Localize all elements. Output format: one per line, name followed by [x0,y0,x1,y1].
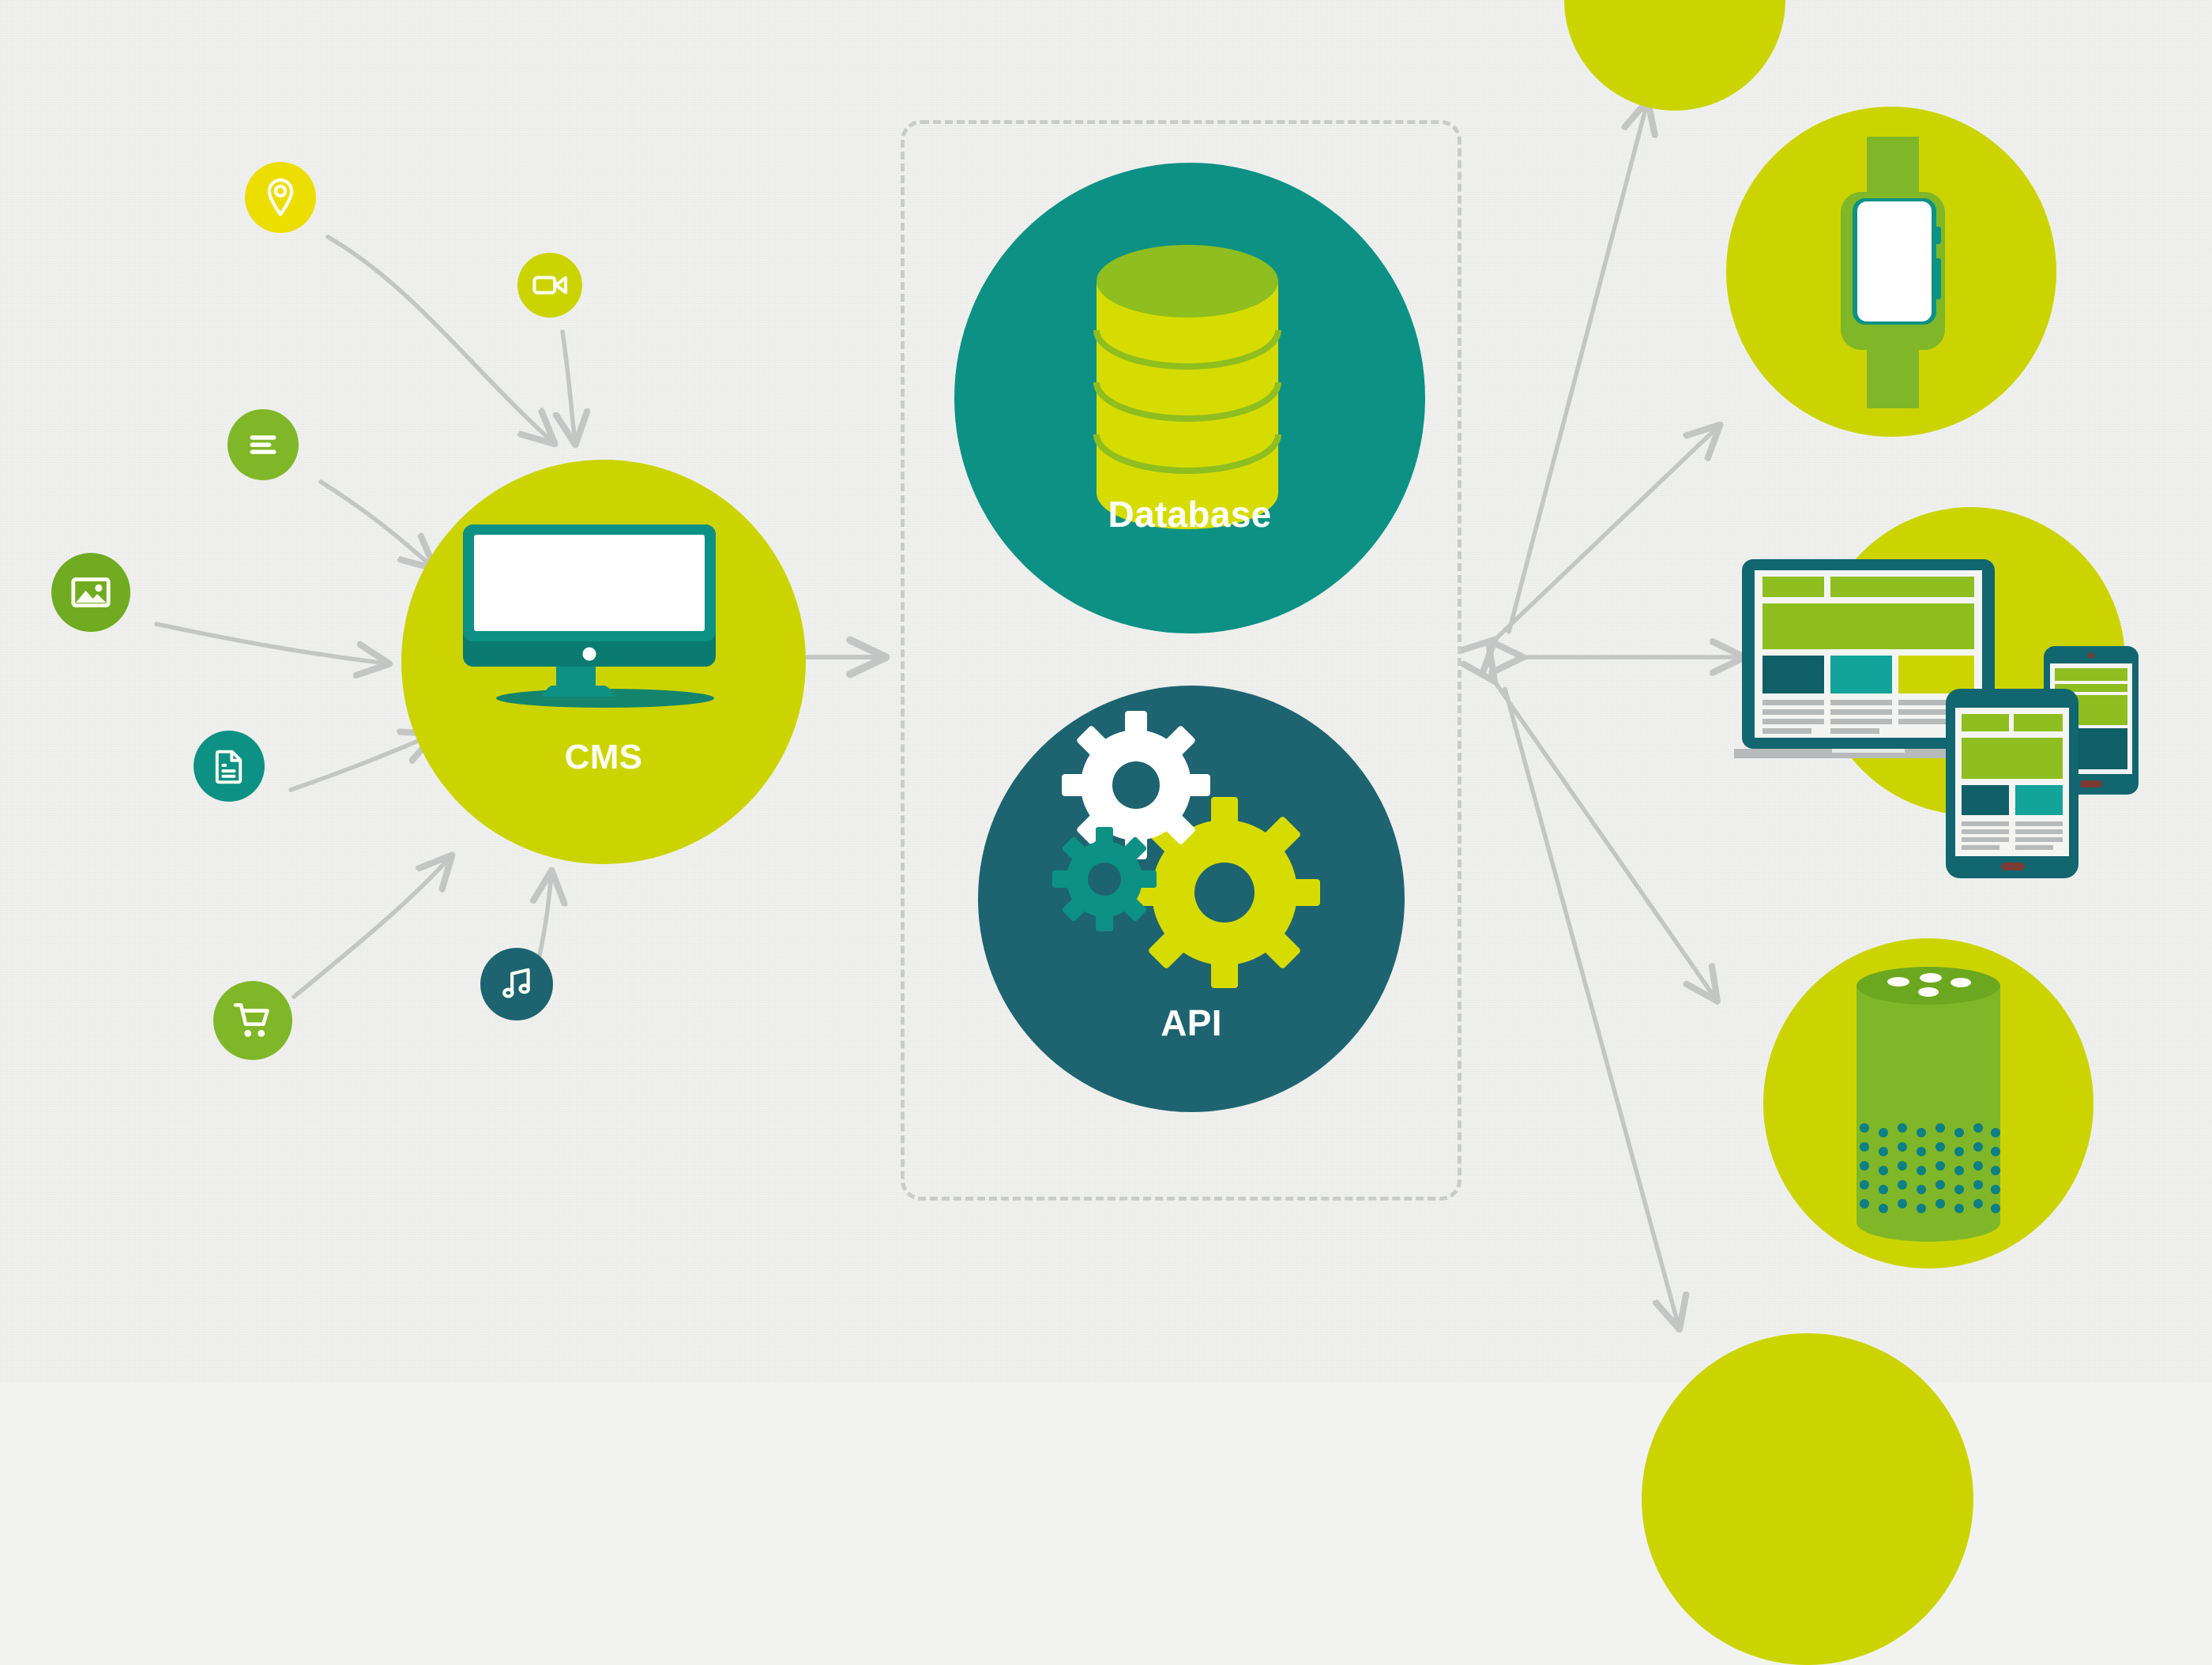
document-icon [215,750,243,784]
database-node[interactable]: Database [954,163,1425,633]
arrow-image-to-cms [154,622,387,663]
input-icon-cart[interactable] [213,981,292,1060]
cms-node[interactable]: CMS [401,460,806,864]
output-smartwatch[interactable] [1726,107,2056,437]
database-cylinder-icon [1093,245,1281,529]
input-icon-document[interactable] [194,731,265,802]
cms-label: CMS [564,738,643,776]
connector-layer [154,0,2212,1382]
arrow-location-to-cms [325,235,553,442]
input-icon-music[interactable] [480,948,553,1020]
backend-to-channels-arrows [1493,103,1742,1327]
tablet-device [1946,689,2078,878]
arrow-to-smart-speaker [1493,679,1716,999]
music-note-icon [502,968,531,998]
database-label: Database [1108,494,1272,535]
responsive-devices-icon [1734,559,2139,878]
text-lines-icon [250,435,276,454]
arrow-to-top-partial [1507,103,1647,634]
arrow-text-to-cms [318,479,433,567]
input-icon-location[interactable] [245,162,316,233]
arrow-video-to-cms [562,329,575,442]
gear-large [1129,797,1320,988]
input-icon-image[interactable] [51,553,130,632]
location-pin-icon [267,178,294,216]
output-bottom-partial-circle[interactable] [1642,1333,1973,1665]
output-smart-speaker[interactable] [1763,938,2094,1268]
input-icon-video[interactable] [517,253,582,318]
smartwatch-icon [1841,137,1945,408]
api-node[interactable]: API [978,686,1405,1112]
smart-speaker-icon [1856,967,2000,1242]
desktop-monitor-icon [463,524,716,708]
video-camera-icon [532,276,568,295]
arrow-cart-to-cms [292,857,450,999]
backend-boundary [901,120,1462,1201]
gear-small [1052,827,1157,931]
speaker-grille-dots [1860,1123,2000,1213]
shopping-cart-icon [233,1003,269,1037]
api-label: API [1161,1002,1222,1043]
arrow-document-to-cms [288,735,433,792]
gear-white [1062,711,1210,859]
arrow-to-bottom-partial [1503,686,1679,1327]
laptop-device [1734,559,2012,758]
gears-icon [1052,711,1320,988]
arrow-to-smartwatch [1493,427,1718,641]
input-icon-text[interactable] [228,409,299,480]
input-arrows [154,235,575,999]
image-icon [71,577,111,607]
